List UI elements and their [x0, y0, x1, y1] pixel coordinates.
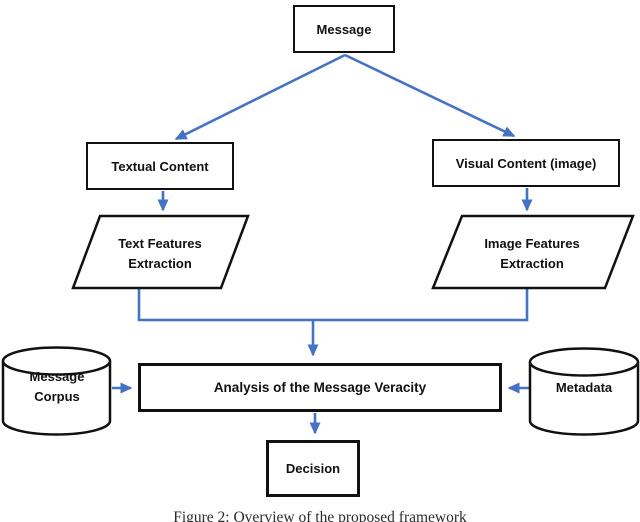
- metadata-label: Metadata: [555, 379, 613, 395]
- text-features-label-line1: Text Features: [118, 235, 202, 251]
- connector-features-bus: [137, 289, 529, 322]
- message-label: Message: [316, 21, 372, 37]
- text-features-parallelogram: [71, 214, 250, 290]
- image-features-node: Image Features Extraction: [447, 226, 617, 282]
- message-node: Message: [293, 5, 395, 53]
- message-corpus-label-line2: Corpus: [34, 389, 80, 404]
- metadata-cylinder: [528, 347, 640, 436]
- text-features-label-line2: Extraction: [128, 256, 192, 271]
- analysis-label: Analysis of the Message Veracity: [213, 380, 427, 395]
- figure-caption: Figure 2: Overview of the proposed frame…: [173, 509, 467, 522]
- visual-content-node: Visual Content (image): [432, 139, 620, 187]
- message-corpus-cylinder: [1, 346, 112, 436]
- analysis-node: Analysis of the Message Veracity: [138, 363, 502, 412]
- image-features-parallelogram: [431, 214, 635, 290]
- visual-content-label: Visual Content (image): [455, 155, 597, 171]
- textual-content-label: Textual Content: [111, 158, 209, 174]
- metadata-node: Metadata: [532, 374, 636, 402]
- image-features-label-line2: Extraction: [500, 256, 564, 271]
- text-features-node: Text Features Extraction: [85, 226, 235, 282]
- arrow-message-to-textual: [174, 53, 346, 141]
- arrow-message-to-visual: [344, 53, 516, 138]
- image-features-label-line1: Image Features: [484, 235, 580, 251]
- decision-node: Decision: [266, 440, 360, 497]
- decision-label: Decision: [285, 461, 341, 476]
- textual-content-node: Textual Content: [86, 142, 234, 190]
- message-corpus-node: Message Corpus: [8, 360, 106, 414]
- message-corpus-label-line1: Message: [29, 368, 85, 384]
